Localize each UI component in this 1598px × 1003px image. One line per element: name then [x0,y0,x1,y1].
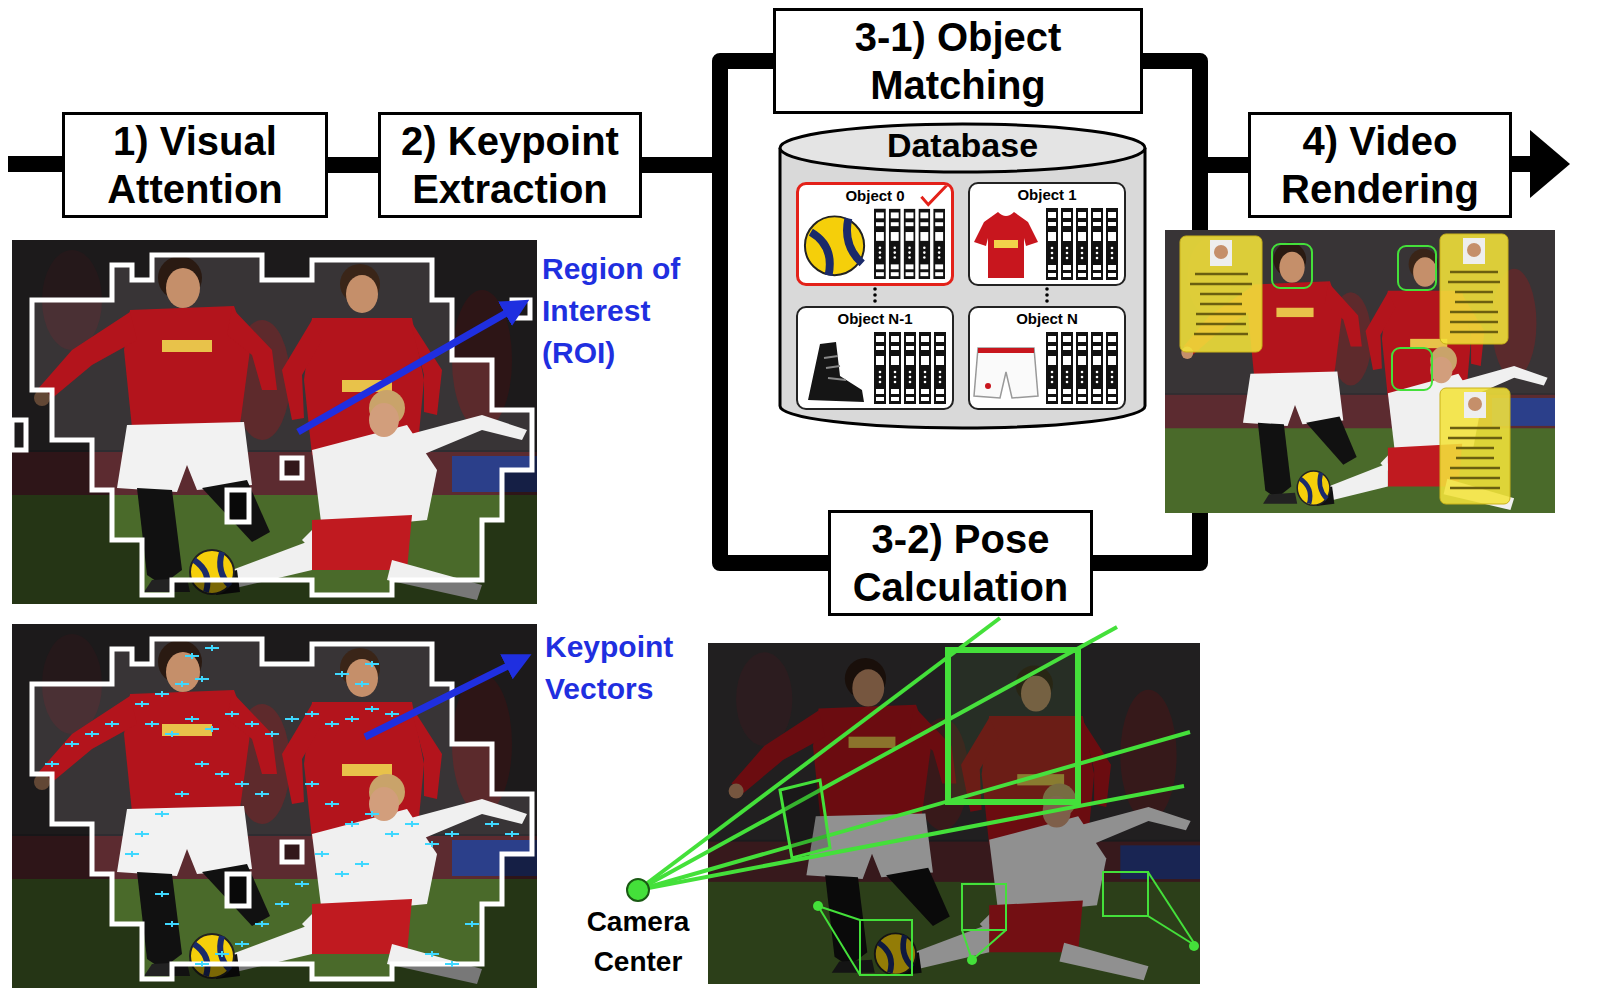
process-box: 2) Keypoint Extraction [378,112,642,218]
database-cylinder: Database Object 0 Object 1 Object N-1 Ob… [778,122,1147,432]
node-text: 3-1) Object Matching [784,13,1132,109]
callout-label: Region of Interest (ROI) [542,248,714,374]
output-line [1510,156,1536,172]
object-card: Object 0 [796,182,954,286]
roi-photo [12,240,537,604]
output-arrowhead [1530,130,1570,198]
node-text: 1) Visual Attention [73,117,317,213]
callout-label: Keypoint Vectors [545,626,717,710]
process-box: 1) Visual Attention [62,112,328,218]
object-card: Object N-1 [796,306,954,410]
connector [1143,61,1248,165]
connector [642,61,773,165]
node-text: Object N-1 [798,308,952,329]
process-box: 4) Video Rendering [1248,112,1512,218]
node-text: 4) Video Rendering [1259,117,1501,213]
render-photo [1165,230,1555,513]
pose-overlay [627,618,1199,975]
node-text: Object N [970,308,1124,329]
node-text: Object 1 [970,184,1124,205]
process-box: 3-1) Object Matching [773,8,1143,114]
node-text: Database [778,125,1147,165]
node-text: 3-2) Pose Calculation [839,515,1082,611]
connector [328,157,378,173]
object-card: Object 1 [968,182,1126,286]
node-text: Object 0 [799,185,951,206]
point-label: Camera Center [562,902,714,982]
roi-pointer [298,304,522,432]
node-text: 2) Keypoint Extraction [389,117,631,213]
keypoint-pointer [365,658,524,737]
render-overlay [1180,234,1510,504]
process-box: 3-2) Pose Calculation [828,510,1093,616]
object-card: Object N [968,306,1126,410]
input-line [8,156,64,172]
keypoint-photo [12,624,537,988]
pose-photo [708,643,1200,984]
